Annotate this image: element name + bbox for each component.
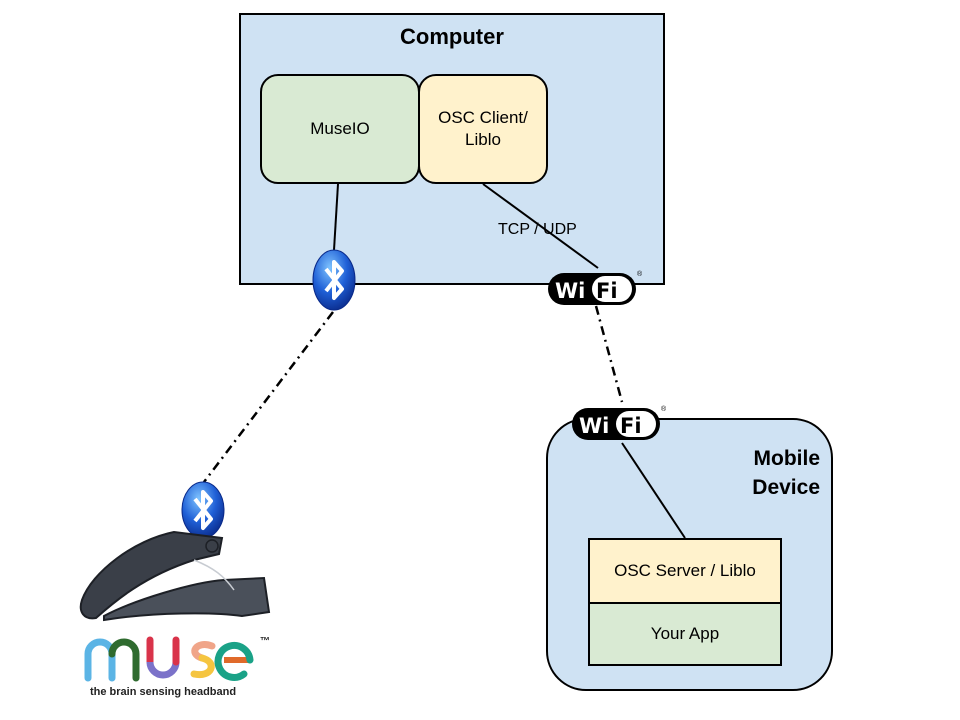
computer-title: Computer [400, 24, 504, 49]
mobile-device-title: Mobile Device [700, 444, 820, 502]
wifi-trademark: ® [661, 405, 666, 413]
mobile-title-line1: Mobile [753, 447, 821, 470]
bluetooth-icon [312, 249, 356, 311]
wifi-link-dashdot [594, 305, 624, 403]
wifi-left-text: Wi [555, 279, 585, 303]
wifi-icon: Wi Fi ® [570, 405, 667, 445]
osc-client-to-wifi-line [482, 183, 599, 269]
bluetooth-link-dashdot [203, 311, 334, 483]
muse-logo: ™ [84, 636, 270, 682]
your-app-label: Your App [650, 624, 720, 643]
osc-client-label-line1: OSC Client/ [438, 108, 528, 127]
wifi-trademark: ® [637, 270, 642, 278]
wifi-to-osc-server-line [621, 442, 686, 539]
muse-trademark: ™ [260, 636, 270, 647]
museio-to-bluetooth-line [333, 183, 339, 251]
wifi-icon: Wi Fi ® [546, 268, 643, 308]
osc-server-label: OSC Server / Liblo [614, 561, 756, 580]
museio-box: MuseIO [260, 74, 420, 184]
wifi-right-text: Fi [596, 279, 618, 303]
muse-tagline: the brain sensing headband [90, 686, 237, 698]
muse-headband-image [79, 530, 271, 622]
museio-label: MuseIO [310, 119, 370, 138]
osc-client-box: OSC Client/ Liblo [418, 74, 548, 184]
wifi-left-text: Wi [579, 414, 609, 438]
tcp-udp-label: TCP / UDP [498, 221, 577, 238]
wifi-right-text: Fi [620, 414, 642, 438]
mobile-title-line2: Device [752, 476, 820, 499]
osc-client-label-line2: Liblo [465, 130, 501, 149]
your-app-box: Your App [588, 602, 782, 666]
